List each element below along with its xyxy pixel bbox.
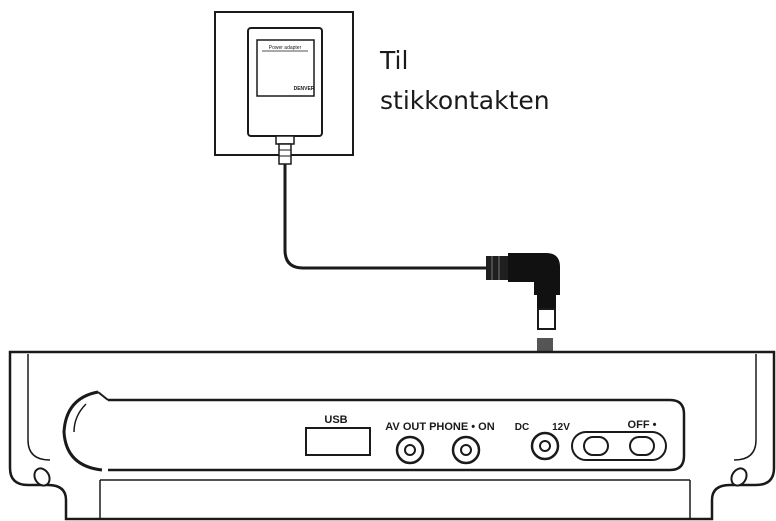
- power-adapter: Power adapter DENVER: [247, 27, 323, 165]
- power-switch: OFF •: [571, 419, 667, 461]
- dc-label-left: DC: [515, 422, 529, 433]
- caption-line-1: Til: [380, 46, 409, 75]
- adapter-label: Power adapter: [269, 45, 302, 51]
- screw-right-icon: [730, 467, 748, 487]
- usb-port: USB: [305, 414, 371, 456]
- off-label: OFF •: [628, 419, 657, 431]
- phone-jack: [451, 435, 481, 465]
- caption-line-2: stikkontakten: [380, 86, 550, 115]
- av-phone-label: AV OUT PHONE • ON: [385, 421, 494, 433]
- dc-plug: [486, 253, 560, 330]
- adapter-brand: DENVER: [294, 86, 315, 92]
- dc-label-right: 12V: [552, 422, 570, 433]
- power-cable: [283, 164, 488, 270]
- av-out-jack: [395, 435, 425, 465]
- usb-label: USB: [324, 414, 347, 426]
- screw-left-icon: [33, 467, 51, 487]
- dc-jack: DC 12V: [515, 422, 570, 461]
- device-body: [8, 350, 776, 521]
